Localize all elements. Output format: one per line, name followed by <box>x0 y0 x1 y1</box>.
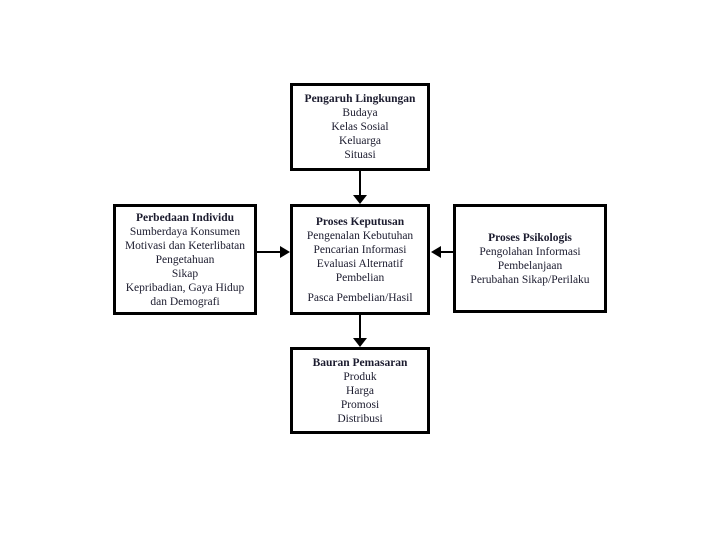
box-item: Distribusi <box>337 412 383 425</box>
box-item: Produk <box>343 370 377 383</box>
arrow-line-individual-to-decision <box>257 251 282 253</box>
box-item: Kelas Sosial <box>331 121 389 133</box>
box-item: Motivasi dan Keterlibatan <box>124 239 246 252</box>
box-title-proses-keputusan: Proses Keputusan <box>315 215 405 228</box>
arrow-line-environment-to-decision <box>359 171 361 196</box>
box-item: Pembelanjaan <box>497 259 563 272</box>
box-title-proses-psikologis: Proses Psikologis <box>488 231 572 244</box>
box-item: Pengenalan Kebutuhan <box>306 229 414 242</box>
box-item: Promosi <box>340 398 380 411</box>
box-item: Keluarga <box>339 135 381 147</box>
box-title-perbedaan-individu: Perbedaan Individu <box>135 211 235 224</box>
box-item: Budaya <box>342 107 378 119</box>
box-item: Situasi <box>344 149 376 161</box>
arrow-head-right-icon <box>280 246 290 258</box>
box-item: Pembelian <box>335 271 385 284</box>
arrow-line-decision-to-marketing <box>359 315 361 339</box>
box-item-pasca-pembelian: Pasca Pembelian/Hasil <box>307 291 413 304</box>
box-item: Evaluasi Alternatif <box>316 257 404 270</box>
box-proses-keputusan: Proses Keputusan Pengenalan Kebutuhan Pe… <box>290 204 430 315</box>
box-item: Perubahan Sikap/Perilaku <box>470 273 590 286</box>
box-item: Pengolahan Informasi <box>479 245 581 258</box>
box-perbedaan-individu: Perbedaan Individu Sumberdaya Konsumen M… <box>113 204 257 315</box>
box-item: Sikap <box>171 267 199 280</box>
box-item: Pengetahuan <box>155 253 215 266</box>
arrow-head-left-icon <box>431 246 441 258</box>
box-item: Kepribadian, Gaya Hidup dan Demografi <box>125 281 245 308</box>
box-item: Harga <box>346 384 374 397</box>
box-pengaruh-lingkungan: Pengaruh Lingkungan Budaya Kelas Sosial … <box>290 83 430 171</box>
box-item: Sumberdaya Konsumen <box>129 225 241 238</box>
arrow-head-down-icon <box>353 195 367 204</box>
arrow-head-down-icon <box>353 338 367 347</box>
box-title-bauran-pemasaran: Bauran Pemasaran <box>312 356 408 369</box>
box-item: Pencarian Informasi <box>313 243 407 256</box>
arrow-line-psychological-to-decision <box>441 251 453 253</box>
box-title-pengaruh-lingkungan: Pengaruh Lingkungan <box>304 93 416 105</box>
box-bauran-pemasaran: Bauran Pemasaran Produk Harga Promosi Di… <box>290 347 430 434</box>
box-proses-psikologis: Proses Psikologis Pengolahan Informasi P… <box>453 204 607 313</box>
